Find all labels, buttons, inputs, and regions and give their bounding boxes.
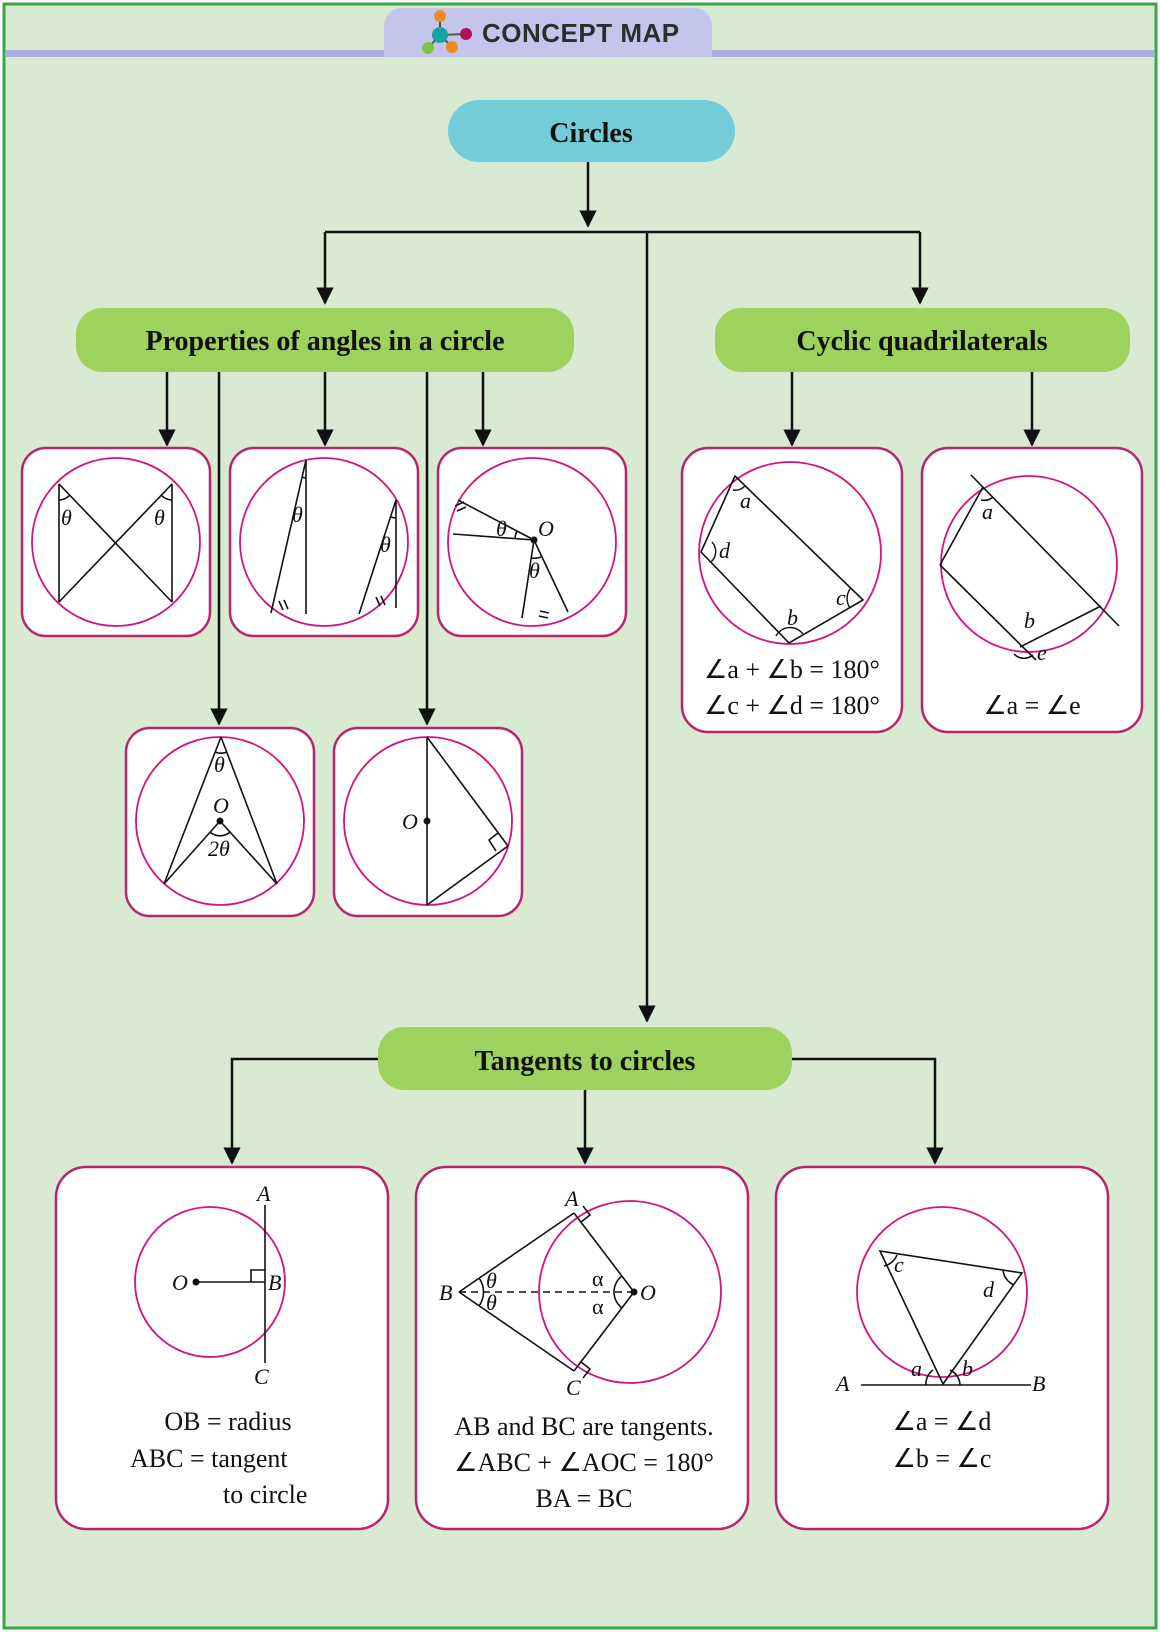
angles-card-same-segment: θ θ: [20, 446, 212, 638]
angle-label: θ: [486, 1268, 497, 1293]
point-label: C: [254, 1364, 269, 1389]
svg-text:Circles: Circles: [549, 118, 633, 149]
caption-line: ∠b = ∠c: [893, 1444, 992, 1473]
caption-line: to circle: [223, 1480, 307, 1509]
angle-label: d: [983, 1277, 995, 1302]
angles-card-equal-chords: θ θ: [228, 446, 420, 638]
root-node-circles: Circles: [448, 100, 735, 162]
angle-label: b: [787, 605, 798, 630]
angle-label: θ: [486, 1290, 497, 1315]
caption-line: ∠c + ∠d = 180°: [704, 691, 880, 720]
angle-label: θ: [380, 532, 391, 557]
angle-label: b: [962, 1356, 973, 1381]
svg-text:Cyclic quadrilaterals: Cyclic quadrilaterals: [796, 326, 1047, 357]
angle-label: θ: [292, 502, 303, 527]
angles-card-centre-twice: θ O 2θ: [124, 726, 316, 918]
point-label: A: [834, 1371, 850, 1396]
caption-line: ∠a = ∠d: [893, 1407, 992, 1436]
angle-label: c: [894, 1252, 904, 1277]
angle-label: e: [1037, 640, 1047, 665]
point-label: O: [172, 1270, 188, 1295]
connectors: [158, 162, 1041, 1165]
svg-text:Tangents to circles: Tangents to circles: [475, 1046, 696, 1077]
point-label: B: [439, 1280, 452, 1305]
point-label: C: [566, 1375, 581, 1400]
angle-label: α: [592, 1266, 604, 1291]
tangent-card-two-tangents: A B θ θ α α O C AB and BC are tangents. …: [414, 1165, 750, 1531]
point-label: O: [213, 793, 229, 818]
caption-line: ∠a + ∠b = 180°: [704, 655, 880, 684]
point-label: A: [255, 1181, 271, 1206]
point-label: B: [268, 1270, 281, 1295]
caption-line: ∠a = ∠e: [983, 691, 1080, 720]
cyclic-card-opposite-angles: a d b c ∠a + ∠b = 180° ∠c + ∠d = 180°: [680, 446, 904, 734]
concept-map-banner: CONCEPT MAP: [6, 8, 1154, 57]
point-label: O: [640, 1280, 656, 1305]
angle-label: a: [982, 499, 993, 524]
caption-line: ABC = tangent: [130, 1444, 288, 1473]
angle-label: 2θ: [208, 836, 230, 861]
branch-node-cyclic: Cyclic quadrilaterals: [715, 308, 1130, 372]
caption-line: OB = radius: [164, 1407, 291, 1436]
angle-label: θ: [214, 752, 225, 777]
cyclic-card-exterior-angle: a b e ∠a = ∠e: [920, 446, 1144, 734]
caption-line: BA = BC: [535, 1484, 632, 1513]
tangent-card-alternate-segment: c d a b A B ∠a = ∠d ∠b = ∠c: [774, 1165, 1110, 1531]
angle-label: d: [719, 538, 731, 563]
caption-line: ∠ABC + ∠AOC = 180°: [454, 1448, 714, 1477]
angle-label: c: [836, 585, 846, 610]
angle-label: θ: [61, 505, 72, 530]
branch-node-tangents: Tangents to circles: [378, 1027, 792, 1090]
tangent-card-radius: A O B C OB = radius ABC = tangent to cir…: [54, 1165, 390, 1531]
point-label: B: [1032, 1371, 1045, 1396]
banner-title: CONCEPT MAP: [482, 18, 680, 48]
angle-label: θ: [529, 558, 540, 583]
point-label: O: [538, 516, 554, 541]
caption-line: AB and BC are tangents.: [454, 1412, 713, 1441]
angle-label: α: [592, 1294, 604, 1319]
angles-card-centre-chords: θ θ O: [436, 446, 628, 638]
molecule-icon: [422, 10, 472, 54]
angle-label: θ: [496, 516, 507, 541]
angles-card-semicircle: O: [332, 726, 524, 918]
angle-label: θ: [154, 505, 165, 530]
angle-label: a: [740, 488, 751, 513]
point-label: O: [402, 809, 418, 834]
svg-text:Properties of angles in a circ: Properties of angles in a circle: [146, 326, 505, 357]
angle-label: a: [911, 1356, 922, 1381]
branch-node-angles: Properties of angles in a circle: [76, 308, 574, 372]
angle-label: b: [1024, 608, 1035, 633]
point-label: A: [563, 1186, 579, 1211]
